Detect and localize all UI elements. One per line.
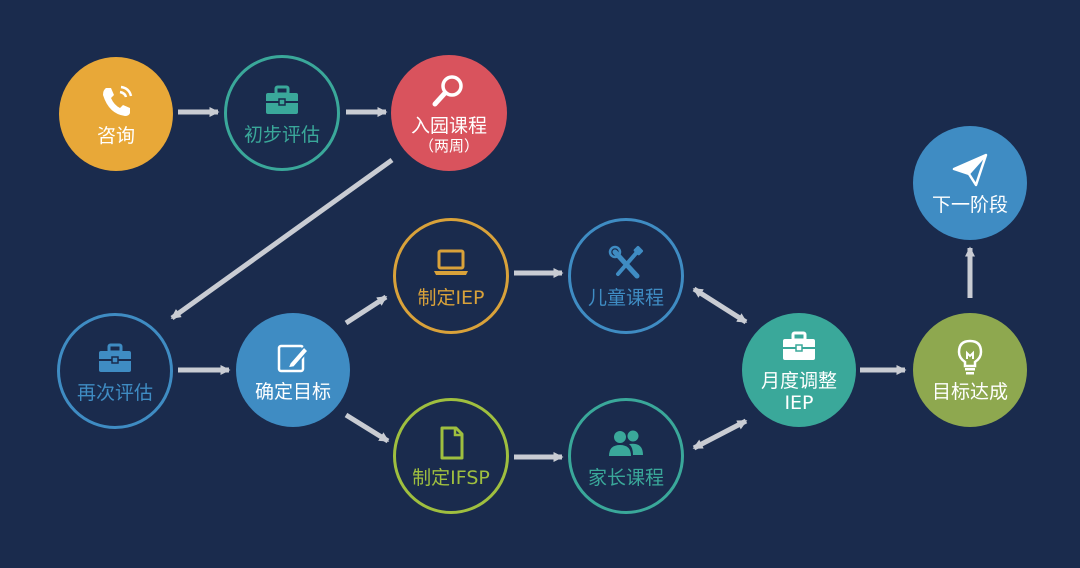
arrow-set-goals-to-make-iep bbox=[344, 294, 388, 326]
arrow-parent-course-monthly-iep bbox=[692, 418, 748, 451]
briefcase-icon bbox=[262, 80, 302, 120]
paper-plane-icon bbox=[950, 150, 990, 190]
node-label: 制定IEP bbox=[417, 287, 485, 309]
node-label: 咨询 bbox=[96, 125, 135, 147]
phone-icon bbox=[96, 81, 136, 121]
node-label: 确定目标 bbox=[254, 381, 331, 403]
laptop-icon bbox=[431, 243, 471, 283]
node-label: 下一阶段 bbox=[931, 194, 1008, 216]
arrow-child-course-monthly-iep bbox=[692, 286, 748, 325]
node-label: 制定IFSP bbox=[412, 467, 490, 489]
node-make-ifsp: 制定IFSP bbox=[393, 398, 509, 514]
document-icon bbox=[431, 423, 471, 463]
node-reeval: 再次评估 bbox=[57, 313, 173, 429]
node-label: 儿童课程 bbox=[587, 287, 664, 309]
node-label: 初步评估 bbox=[243, 124, 320, 146]
node-monthly-iep: 月度调整 IEP bbox=[742, 313, 856, 427]
node-label: 月度调整 bbox=[760, 370, 837, 392]
node-next-stage: 下一阶段 bbox=[913, 126, 1027, 240]
node-label: 目标达成 bbox=[931, 381, 1008, 403]
arrow-entry-course-to-reeval bbox=[170, 157, 394, 321]
pencil-edit-icon bbox=[273, 337, 313, 377]
node-make-iep: 制定IEP bbox=[393, 218, 509, 334]
node-label: 再次评估 bbox=[76, 382, 153, 404]
node-sublabel: （两周） bbox=[418, 137, 479, 155]
briefcase-icon bbox=[779, 326, 819, 366]
node-label-line2: IEP bbox=[784, 392, 814, 414]
people-icon bbox=[606, 423, 646, 463]
node-entry-course: 入园课程 （两周） bbox=[391, 55, 507, 171]
node-goal-achieved: 目标达成 bbox=[913, 313, 1027, 427]
magnifier-icon bbox=[429, 71, 469, 111]
node-set-goals: 确定目标 bbox=[236, 313, 350, 427]
node-parent-course: 家长课程 bbox=[568, 398, 684, 514]
node-consult: 咨询 bbox=[59, 57, 173, 171]
node-label: 家长课程 bbox=[587, 467, 664, 489]
arrow-set-goals-to-make-ifsp bbox=[344, 412, 390, 444]
node-initial-eval: 初步评估 bbox=[224, 55, 340, 171]
briefcase-icon bbox=[95, 338, 135, 378]
node-child-course: 儿童课程 bbox=[568, 218, 684, 334]
tools-icon bbox=[606, 243, 646, 283]
node-label: 入园课程 bbox=[410, 115, 487, 137]
lightbulb-icon bbox=[950, 337, 990, 377]
